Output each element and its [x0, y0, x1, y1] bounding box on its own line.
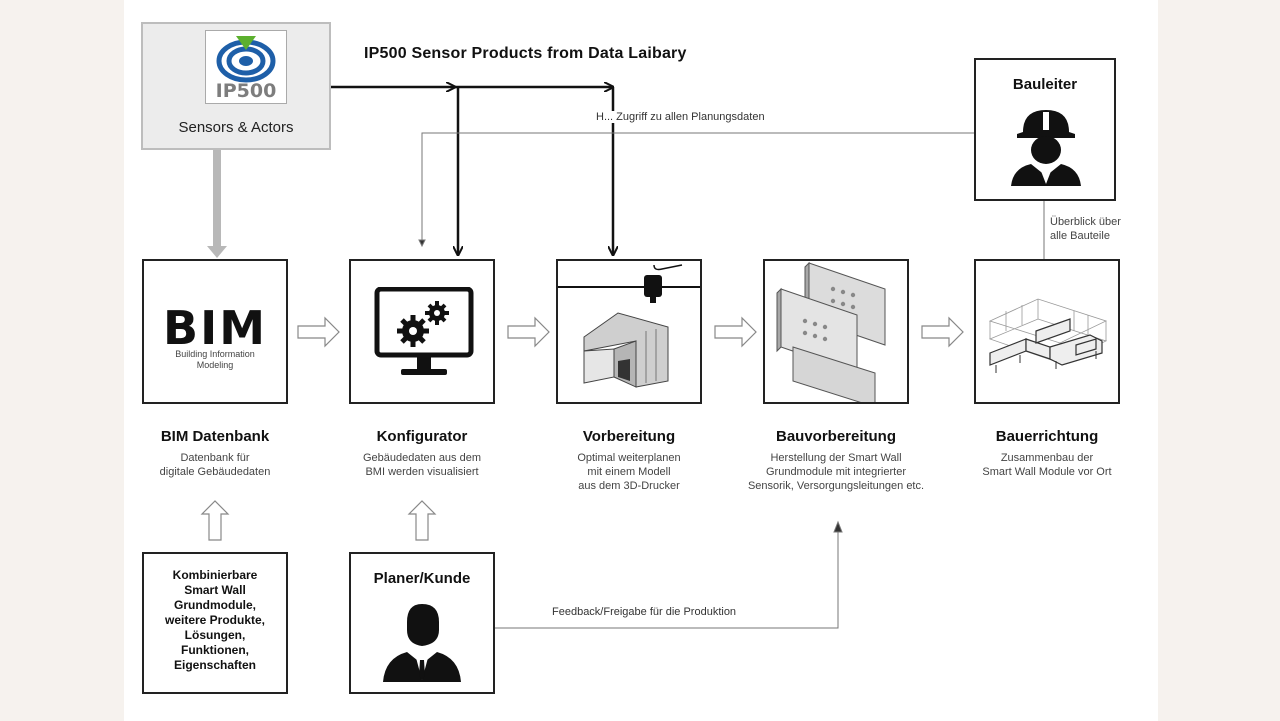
bauerrichtung-caption: Zusammenbau der Smart Wall Module vor Or… — [982, 452, 1112, 478]
bim-box: BIM Building Information Modeling — [142, 259, 288, 404]
bauvorbereitung-caption: Herstellung der Smart Wall Grundmodule m… — [747, 452, 925, 492]
ip500-logo: IP500 — [205, 30, 287, 104]
wall-modules-icon — [776, 261, 886, 402]
flow-arrows — [297, 316, 964, 348]
ip500-box: IP500 Sensors & Actors — [141, 22, 331, 150]
business-person-icon — [383, 604, 461, 682]
ip500-logo-text: IP500 — [215, 80, 277, 102]
konfigurator-box — [349, 259, 495, 404]
ip500-label: Sensors & Actors — [178, 119, 294, 136]
planer-title: Planer/Kunde — [373, 570, 471, 587]
access-label: H... Zugriff zu allen Planungsdaten — [596, 111, 765, 123]
konfigurator-title: Konfigurator — [376, 428, 468, 445]
bauvorbereitung-title: Bauvorbereitung — [775, 428, 896, 445]
bauvorbereitung-box — [763, 259, 909, 404]
overview-label: Überblick über alle Bauteile — [1050, 216, 1121, 242]
bauleiter-title: Bauleiter — [1012, 76, 1078, 93]
planer-box: Planer/Kunde — [349, 552, 495, 694]
monitor-gears-icon — [374, 287, 474, 375]
ip500-data-arrows — [331, 87, 613, 255]
bim-word: BIM — [163, 301, 267, 355]
bauleiter-box: Bauleiter — [974, 58, 1116, 201]
vorbereitung-caption: Optimal weiterplanen mit einem Modell au… — [577, 452, 681, 492]
modules-box: Kombinierbare Smart Wall Grundmodule, we… — [142, 552, 288, 694]
construction-worker-icon — [1011, 110, 1081, 186]
bim-datenbank-caption: Datenbank für digitale Gebäudedaten — [159, 452, 271, 478]
bim-datenbank-title: BIM Datenbank — [160, 428, 270, 445]
3d-printer-icon — [558, 264, 700, 388]
feedback-line — [494, 520, 843, 629]
assembly-frame-icon — [988, 298, 1108, 373]
access-line — [418, 132, 974, 248]
vorbereitung-title: Vorbereitung — [582, 428, 676, 445]
feedback-label: Feedback/Freigabe für die Produktion — [552, 606, 737, 618]
bauerrichtung-box — [974, 259, 1120, 404]
bim-subtitle: Building Information Modeling — [175, 349, 255, 370]
konfigurator-caption: Gebäudedaten aus dem BMI werden visualis… — [362, 452, 482, 478]
ip500-to-bim-arrow — [207, 150, 227, 258]
ip500-title: IP500 Sensor Products from Data Laibary — [364, 45, 687, 62]
up-arrows — [200, 500, 437, 541]
ip500-waves-icon — [216, 36, 276, 83]
modules-text: Kombinierbare Smart Wall Grundmodule, we… — [164, 568, 266, 672]
vorbereitung-box — [556, 259, 702, 404]
bauerrichtung-title: Bauerrichtung — [995, 428, 1099, 445]
